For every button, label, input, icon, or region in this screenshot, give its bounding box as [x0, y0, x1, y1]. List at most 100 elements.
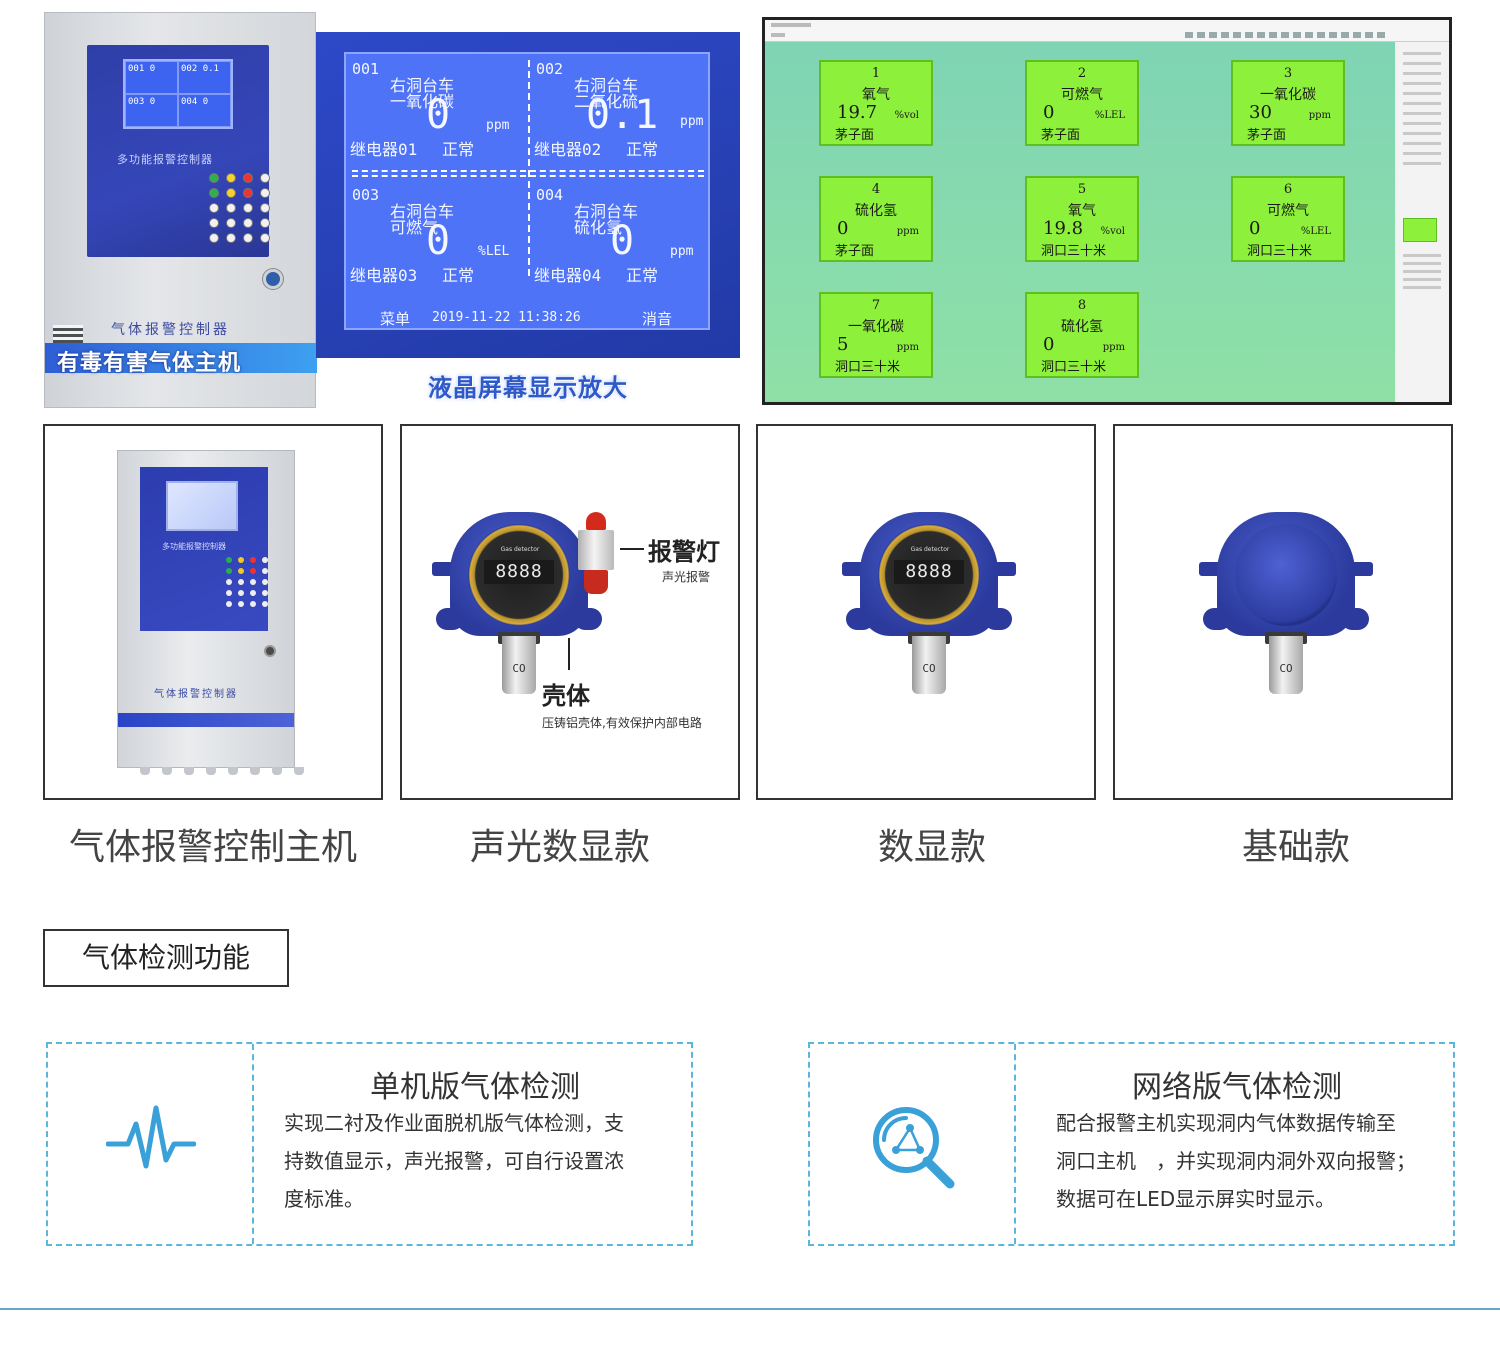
tile-value: 19.8 [1043, 218, 1084, 239]
tile-gas-name: 一氧化碳 [848, 319, 904, 335]
cabinet-lcd-cell: 001 0 [125, 61, 178, 94]
tile-unit: ppm [896, 226, 919, 237]
tile-id: 8 [1077, 298, 1087, 313]
lcd-channel-status: 正常 [442, 140, 475, 159]
sensor-tile[interactable]: 1 氧气 19.7 %vol 茅子面 [819, 60, 933, 146]
tile-value: 0 [1249, 218, 1261, 239]
tile-unit: ppm [1102, 342, 1125, 353]
lcd-screen: 001 右洞台车 一氧化碳 0 ppm 继电器01 正常 002 右洞台车 二氧… [344, 52, 710, 330]
feature-line: 数据可在LED显示屏实时显示。 [1056, 1187, 1336, 1211]
tile-unit: %vol [894, 110, 919, 121]
sensor-tile[interactable]: 7 一氧化碳 5 ppm 洞口三十米 [819, 292, 933, 378]
lcd-channel-value: 0 [426, 218, 451, 264]
cabinet-lcd-id: 001 [128, 64, 145, 74]
tile-id: 2 [1077, 66, 1087, 81]
lcd-channel-relay: 继电器03 [350, 266, 418, 285]
lcd-caption: 液晶屏幕显示放大 [428, 374, 628, 402]
detector-brand: Gas detector [910, 546, 950, 553]
cabinet-lcd-cell: 002 0.1 [178, 61, 231, 94]
feature-line: 实现二衬及作业面脱机版气体检测，支 [284, 1111, 624, 1135]
gas-detector-image: Gas detector 8888 CO [430, 512, 608, 722]
cabinet-banner-text: 有毒有害气体主机 [57, 351, 242, 376]
lcd-channel: 003 右洞台车 可燃气 0 %LEL 继电器03 正常 [346, 180, 522, 290]
lamp-callout-title: 报警灯 [648, 538, 720, 566]
cabinet-lcd: 001 0 002 0.1 003 0 004 0 [123, 59, 233, 129]
cabinet-lcd-cell: 003 0 [125, 94, 178, 127]
lcd-channel-relay: 继电器04 [534, 266, 602, 285]
sensor-tile[interactable]: 8 硫化氢 0 ppm 洞口三十米 [1025, 292, 1139, 378]
callout-line [620, 548, 644, 550]
tile-unit: ppm [896, 342, 919, 353]
product-card-audible-visual[interactable]: Gas detector 8888 CO 报警灯 声光报警 壳体 压铸铝壳体,有… [400, 424, 740, 800]
lcd-channel-status: 正常 [626, 266, 659, 285]
sensor-tile[interactable]: 2 可燃气 0 %LEL 茅子面 [1025, 60, 1139, 146]
key-lock-icon [264, 645, 276, 657]
sensor-label: CO [512, 662, 526, 675]
tile-unit: ppm [1308, 110, 1331, 121]
feature-line: 度标准。 [284, 1187, 364, 1211]
lcd-channel-id: 002 [536, 60, 564, 78]
sensor-tile[interactable]: 3 一氧化碳 30 ppm 茅子面 [1231, 60, 1345, 146]
lcd-channel-unit: ppm [680, 114, 704, 129]
product-card-controller[interactable]: 多功能报警控制器 气体报警控制器 [43, 424, 383, 800]
sensor-label: CO [922, 662, 936, 675]
lcd-channel-value: 0 [610, 218, 635, 264]
feature-title: 单机版气体检测 [370, 1070, 580, 1105]
lcd-menu-label: 菜单 [380, 310, 411, 328]
detector-brand: Gas detector [500, 546, 540, 553]
controller-front-panel: 多功能报警控制器 [140, 467, 268, 631]
sensor-tile[interactable]: 6 可燃气 0 %LEL 洞口三十米 [1231, 176, 1345, 262]
detector-display: 8888 [484, 560, 554, 584]
product-label-digital: 数显款 [877, 827, 986, 868]
tile-gas-name: 硫化氢 [1061, 319, 1103, 335]
sensor-tile[interactable]: 5 氧气 19.8 %vol 洞口三十米 [1025, 176, 1139, 262]
tile-gas-name: 一氧化碳 [1260, 87, 1316, 103]
feature-line: 洞口主机 ，并实现洞内洞外双向报警； [1056, 1149, 1416, 1173]
card-divider [252, 1044, 254, 1244]
controller-lcd [166, 481, 238, 531]
product-label-basic: 基础款 [1241, 827, 1350, 868]
product-card-digital[interactable]: Gas detector 8888 CO [756, 424, 1096, 800]
lcd-channel: 004 右洞台车 硫化氢 0 ppm 继电器04 正常 [530, 180, 706, 290]
card-divider [1014, 1044, 1016, 1244]
tile-gas-name: 氧气 [862, 87, 890, 103]
tile-location: 茅子面 [1041, 128, 1081, 143]
network-search-icon [866, 1100, 958, 1192]
feature-line: 持数值显示，声光报警，可自行设置浓 [284, 1149, 624, 1173]
cabinet-button-grid [209, 173, 272, 243]
lcd-mute-label: 消音 [642, 310, 673, 328]
sensor-tile[interactable]: 4 硫化氢 0 ppm 茅子面 [819, 176, 933, 262]
feature-line: 配合报警主机实现洞内气体数据传输至 [1056, 1111, 1396, 1135]
tile-location: 茅子面 [1247, 128, 1287, 143]
cabinet-lcd-cell: 004 0 [178, 94, 231, 127]
gas-detector-image: CO [1197, 512, 1375, 722]
tile-location: 洞口三十米 [1247, 244, 1313, 259]
lcd-datetime: 2019-11-22 11:38:26 [432, 310, 581, 325]
lcd-channel-relay: 继电器01 [350, 140, 418, 159]
controller-cabinet-photo: 001 0 002 0.1 003 0 004 0 多功能报警控制器 气体报警控… [44, 12, 317, 408]
shell-callout-sub: 压铸铝壳体,有效保护内部电路 [542, 716, 702, 730]
lcd-zoom-photo: 001 右洞台车 一氧化碳 0 ppm 继电器01 正常 002 右洞台车 二氧… [316, 32, 740, 358]
tile-value: 0 [1043, 102, 1055, 123]
tile-value: 0 [837, 218, 849, 239]
lcd-channel-id: 001 [352, 60, 380, 78]
tile-location: 洞口三十米 [835, 360, 901, 375]
shell-callout-title: 壳体 [542, 682, 590, 710]
tile-unit: %vol [1100, 226, 1125, 237]
tile-id: 4 [871, 182, 881, 197]
callout-line [568, 638, 570, 670]
tile-id: 6 [1283, 182, 1293, 197]
product-card-basic[interactable]: CO [1113, 424, 1453, 800]
lcd-channel-value: 0.1 [586, 92, 659, 138]
lcd-divider [528, 60, 530, 278]
cabinet-lcd-value: 0 [149, 97, 156, 107]
tile-location: 洞口三十米 [1041, 360, 1107, 375]
lcd-channel-status: 正常 [442, 266, 475, 285]
lcd-channel-name: 右洞台车 一氧化碳 [390, 76, 455, 111]
tile-gas-name: 硫化氢 [855, 203, 897, 219]
section-title: 气体检测功能 [43, 929, 289, 987]
lamp-callout-sub: 声光报警 [662, 570, 711, 584]
detector-display: 8888 [894, 560, 964, 584]
cabinet-lcd-id: 003 [128, 97, 145, 107]
controller-button-grid [226, 557, 269, 607]
